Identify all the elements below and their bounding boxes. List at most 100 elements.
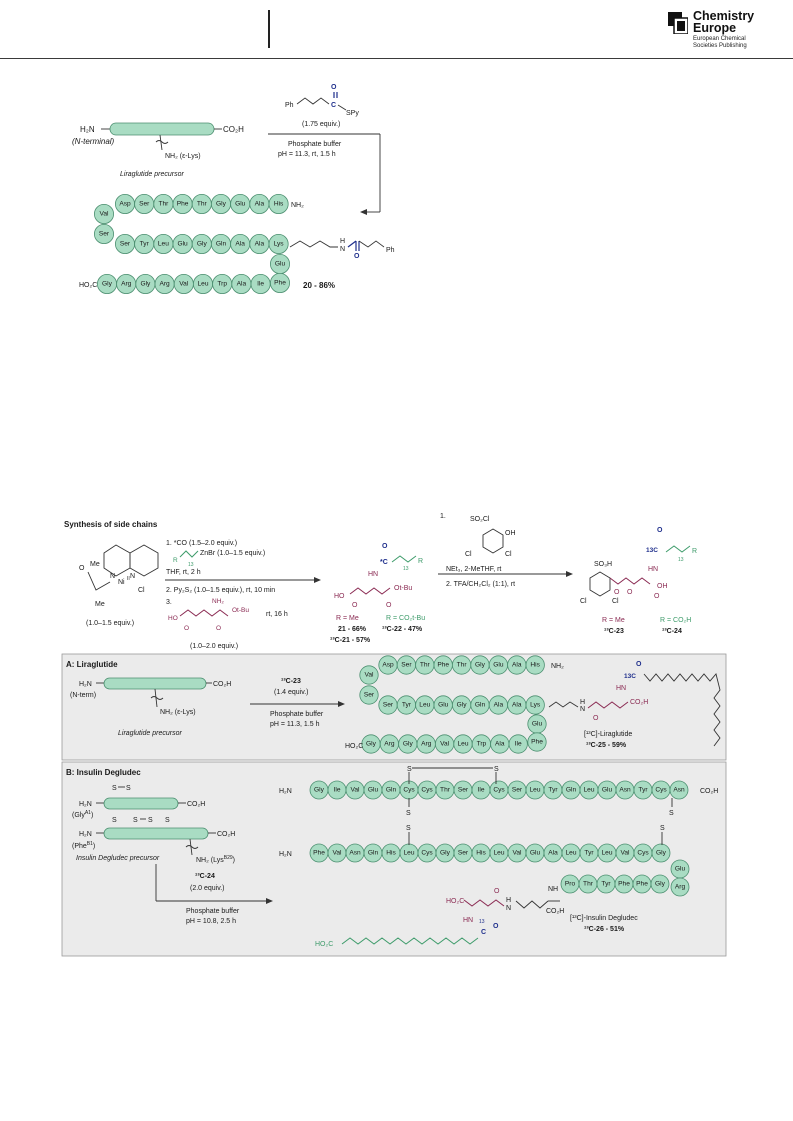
svg-text:Gly: Gly (457, 702, 468, 709)
top-row1-residue-1: Ser (134, 193, 155, 214)
svg-text:Leu: Leu (493, 850, 504, 857)
prod-o3: O (654, 593, 660, 600)
b-a-chain-residue-19: Cys (651, 780, 671, 800)
top-row1-residue-2: Thr (153, 193, 174, 214)
svg-text:Cys: Cys (403, 787, 415, 794)
svg-text:Asn: Asn (349, 850, 361, 857)
top-row2-residue-6: Ala (230, 233, 251, 254)
svg-text:Glu: Glu (493, 662, 504, 669)
panel-a-title: A: Liraglutide (66, 660, 118, 669)
prod-cl2: Cl (612, 598, 619, 605)
ni-ni: Ni (118, 579, 125, 586)
publisher-title-line2: Europe (693, 21, 737, 35)
svg-text:Phe: Phe (313, 850, 325, 857)
b-ho2c: HO₂C (446, 898, 464, 905)
svg-text:Ala: Ala (255, 201, 265, 208)
b-b-chain-residue-1: Val (327, 843, 347, 863)
step3-o1: O (184, 625, 189, 632)
ss1b: S (494, 766, 499, 773)
panel-b-title: B: Insulin Degludec (66, 768, 141, 777)
svg-text:Lys: Lys (274, 241, 285, 248)
a-nterm: (N-term) (70, 692, 96, 699)
mid-r: R (418, 558, 423, 565)
svg-text:Ala: Ala (512, 662, 522, 669)
b-b-chain-residue-8: Ser (453, 843, 473, 863)
svg-text:Asp: Asp (119, 201, 131, 208)
svg-text:Phe: Phe (177, 201, 189, 208)
a-co2h: CO₂H (213, 681, 231, 688)
a-o: O (593, 715, 599, 722)
b-a-chain-residue-11: Ser (507, 780, 527, 800)
b-s6: S (165, 817, 170, 824)
mid-otbu: Ot-Bu (394, 585, 412, 592)
b-c: C (481, 929, 486, 936)
step2: 2. Py₂S₂ (1.0–1.5 equiv.), rt, 10 min (166, 587, 275, 594)
right-cond1: NEt₃, 2-MeTHF, rt (446, 566, 501, 573)
b-b-chain-residue-5: Leu (399, 843, 419, 863)
top-o: O (354, 253, 360, 260)
publisher-sub-line2: Societies Publishing (693, 43, 747, 49)
b-b-chain-residue-12: Glu (525, 843, 545, 863)
top-row1-residue-8: His (268, 193, 289, 214)
svg-text:His: His (386, 850, 396, 857)
b-o1: O (494, 888, 500, 895)
svg-text:Phe: Phe (636, 881, 648, 888)
reagent-c: C (331, 102, 336, 109)
svg-text:Ala: Ala (494, 702, 504, 709)
top-nh2-end: NH₂ (291, 202, 304, 209)
a-yield: ¹³C-25 - 59% (586, 742, 627, 749)
prod-oh: OH (657, 583, 668, 590)
svg-text:Val: Val (512, 850, 522, 857)
b-a-chain-residue-6: Cys (417, 780, 437, 800)
b-b-chain-residue-2: Asn (345, 843, 365, 863)
svg-text:Arg: Arg (159, 281, 170, 288)
svg-text:Tyr: Tyr (584, 850, 594, 857)
b-a-chain-bar (103, 797, 179, 810)
a-lys: NH₂ (ε-Lys) (160, 709, 196, 716)
svg-text:Ser: Ser (364, 692, 375, 699)
b-b-chain-residue-7: Gly (435, 843, 455, 863)
step3-nh2: NH₂ (212, 598, 224, 605)
panel-a-liraglutide: A: Liraglutide H₂N CO₂H (N-term) NH₂ (ε-… (61, 653, 727, 761)
svg-text:Leu: Leu (583, 787, 594, 794)
svg-text:Ile: Ile (515, 741, 522, 748)
right-oh: OH (505, 530, 516, 537)
top-row2-residue-1: Tyr (134, 233, 155, 254)
b-co2h3: CO₂H (546, 908, 564, 915)
svg-text:Thr: Thr (158, 201, 169, 208)
svg-text:Ala: Ala (512, 702, 522, 709)
header-divider (268, 10, 270, 48)
b-ho2c2: HO₂C (315, 941, 333, 948)
svg-text:Ala: Ala (255, 241, 265, 248)
svg-text:Leu: Leu (197, 281, 208, 288)
svg-text:Tyr: Tyr (638, 787, 648, 794)
svg-text:His: His (530, 662, 540, 669)
b-gly: (GlyA1) (72, 810, 93, 819)
svg-text:Ser: Ser (383, 702, 394, 709)
svg-text:Asn: Asn (619, 787, 631, 794)
svg-text:Ser: Ser (99, 231, 110, 238)
a-row1-residue-6: Glu (488, 655, 508, 675)
top-residue-phe: Phe (269, 272, 290, 293)
a-co2h2: CO₂H (630, 699, 648, 706)
ss2a: S (406, 810, 411, 817)
a-row1-residue-5: Gly (470, 655, 490, 675)
top-row1-residue-4: Thr (191, 193, 212, 214)
svg-text:Ala: Ala (495, 741, 505, 748)
svg-text:Leu: Leu (565, 850, 576, 857)
a-row2-residue-4: Gly (451, 695, 472, 715)
b-h1: H (506, 897, 511, 904)
a-residue-val: Val (359, 665, 379, 685)
top-co2h: CO₂H (223, 125, 244, 134)
mid-o: O (382, 543, 388, 550)
b-b-chain-residue-16: Leu (597, 843, 617, 863)
svg-text:Gly: Gly (140, 281, 151, 288)
a-row2-residue-0: Ser (378, 695, 398, 715)
svg-text:Tyr: Tyr (601, 881, 611, 888)
ss3a: S (669, 810, 674, 817)
svg-text:Val: Val (350, 787, 360, 794)
ss2b: S (406, 825, 411, 832)
a-row1-residue-4: Thr (451, 655, 472, 675)
b-a-chain-residue-9: Ile (471, 780, 491, 800)
a-equiv: (1.4 equiv.) (274, 689, 309, 696)
